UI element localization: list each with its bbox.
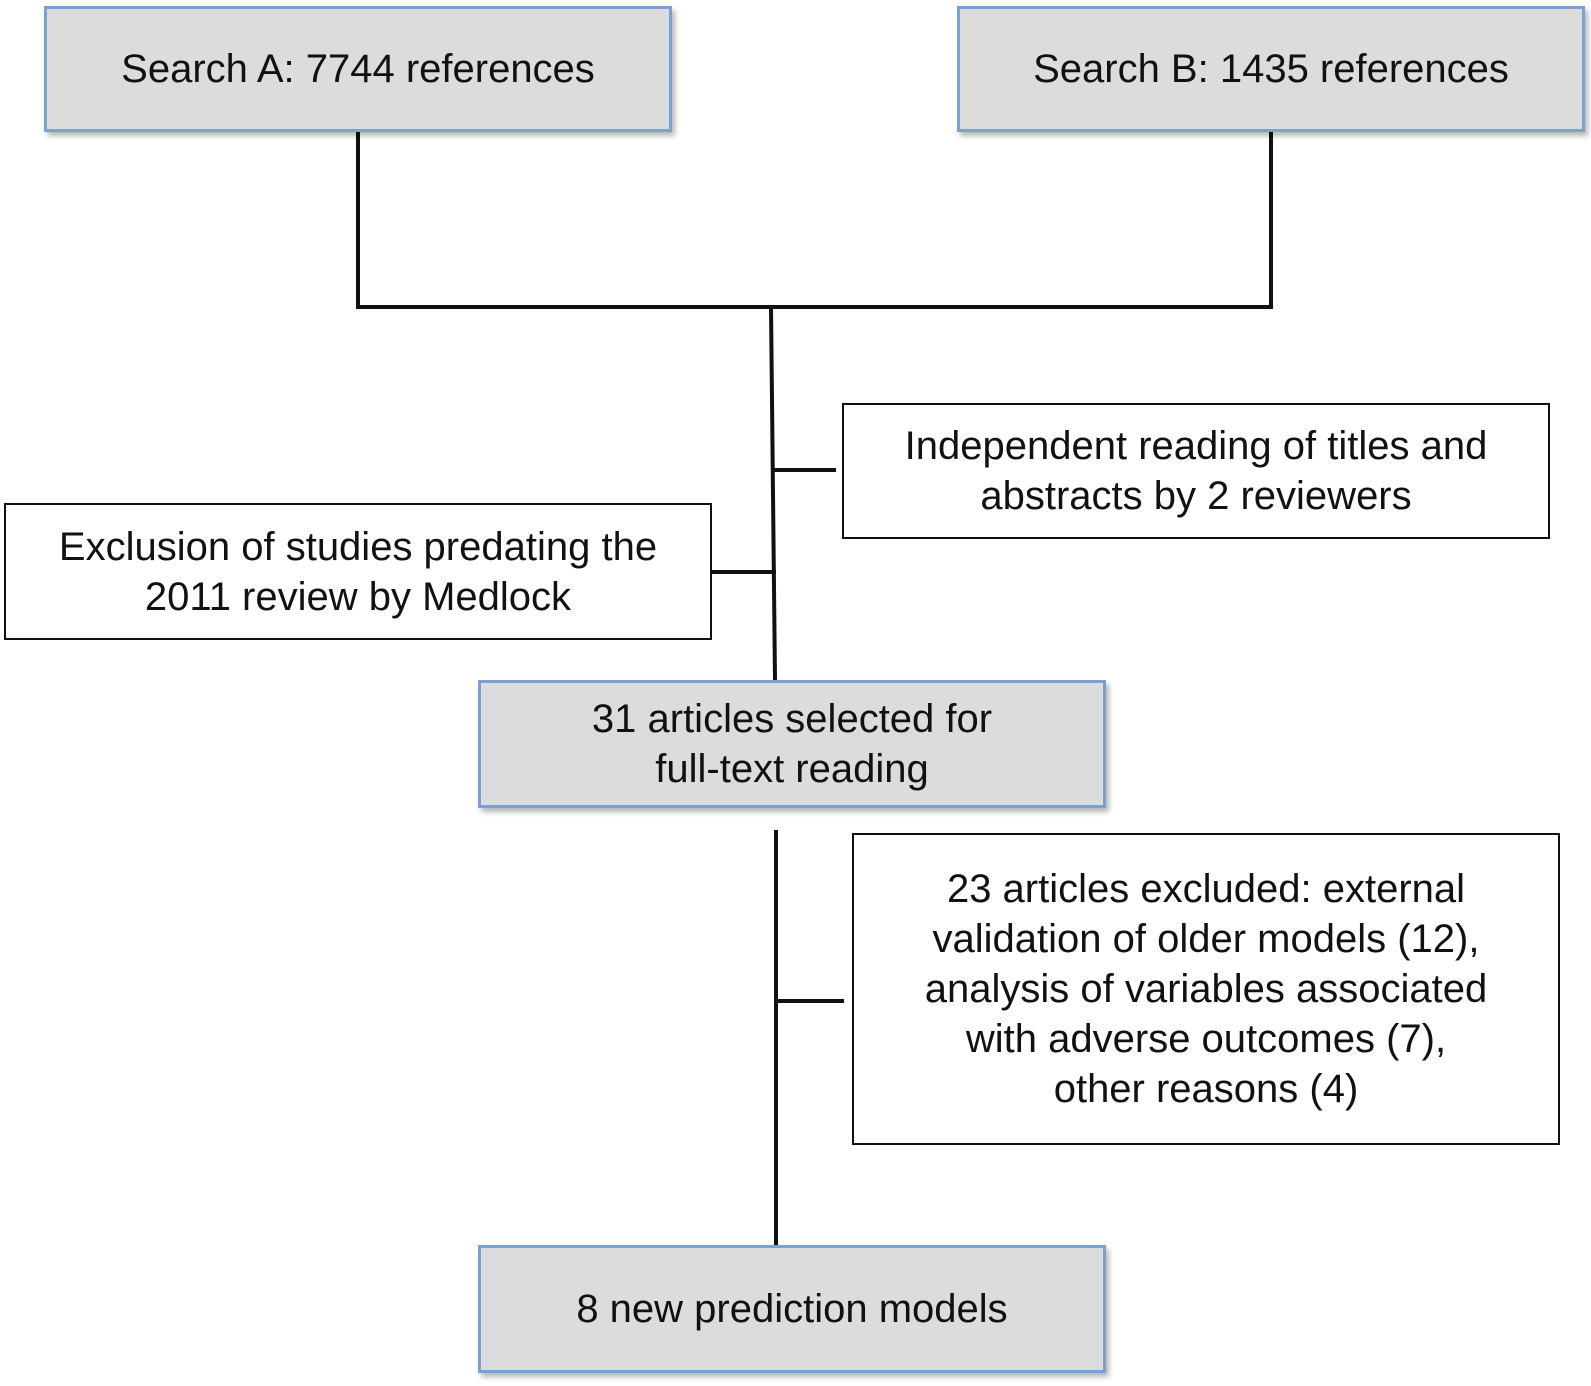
final-models-box: 8 new prediction models: [478, 1245, 1106, 1373]
exclusion-predating-line-1: Exclusion of studies predating the: [58, 524, 658, 569]
selected-line-1: 31 articles selected for: [591, 697, 993, 741]
selected-line-2: full-text reading: [655, 747, 929, 791]
excluded-line-3: analysis of variables associated: [924, 967, 1488, 1011]
search-b-label: Search B: 1435 references: [1033, 47, 1509, 91]
search-a-label: Search A: 7744 references: [121, 47, 595, 91]
exclusion-predating-line-2: 2011 review by Medlock: [144, 574, 572, 619]
screening-line-2: abstracts by 2 reviewers: [980, 474, 1412, 518]
screening-line-1: Independent reading of titles and: [904, 424, 1488, 468]
connector-trunk-upper: [768, 304, 778, 683]
excluded-line-2: validation of older models (12),: [932, 917, 1480, 961]
search-a-box: Search A: 7744 references: [44, 6, 672, 132]
excluded-line-1: 23 articles excluded: external: [946, 867, 1466, 911]
excluded-line-4: with adverse outcomes (7),: [965, 1017, 1447, 1061]
excluded-fulltext-box: 23 articles excluded: external validatio…: [852, 833, 1560, 1145]
exclusion-predating-box: Exclusion of studies predating the 2011 …: [4, 503, 712, 640]
selected-articles-box: 31 articles selected for full-text readi…: [478, 680, 1106, 808]
screening-box: Independent reading of titles and abstra…: [842, 403, 1550, 539]
excluded-line-5: other reasons (4): [1053, 1067, 1359, 1111]
search-b-box: Search B: 1435 references: [957, 6, 1585, 132]
final-models-label: 8 new prediction models: [576, 1287, 1008, 1331]
